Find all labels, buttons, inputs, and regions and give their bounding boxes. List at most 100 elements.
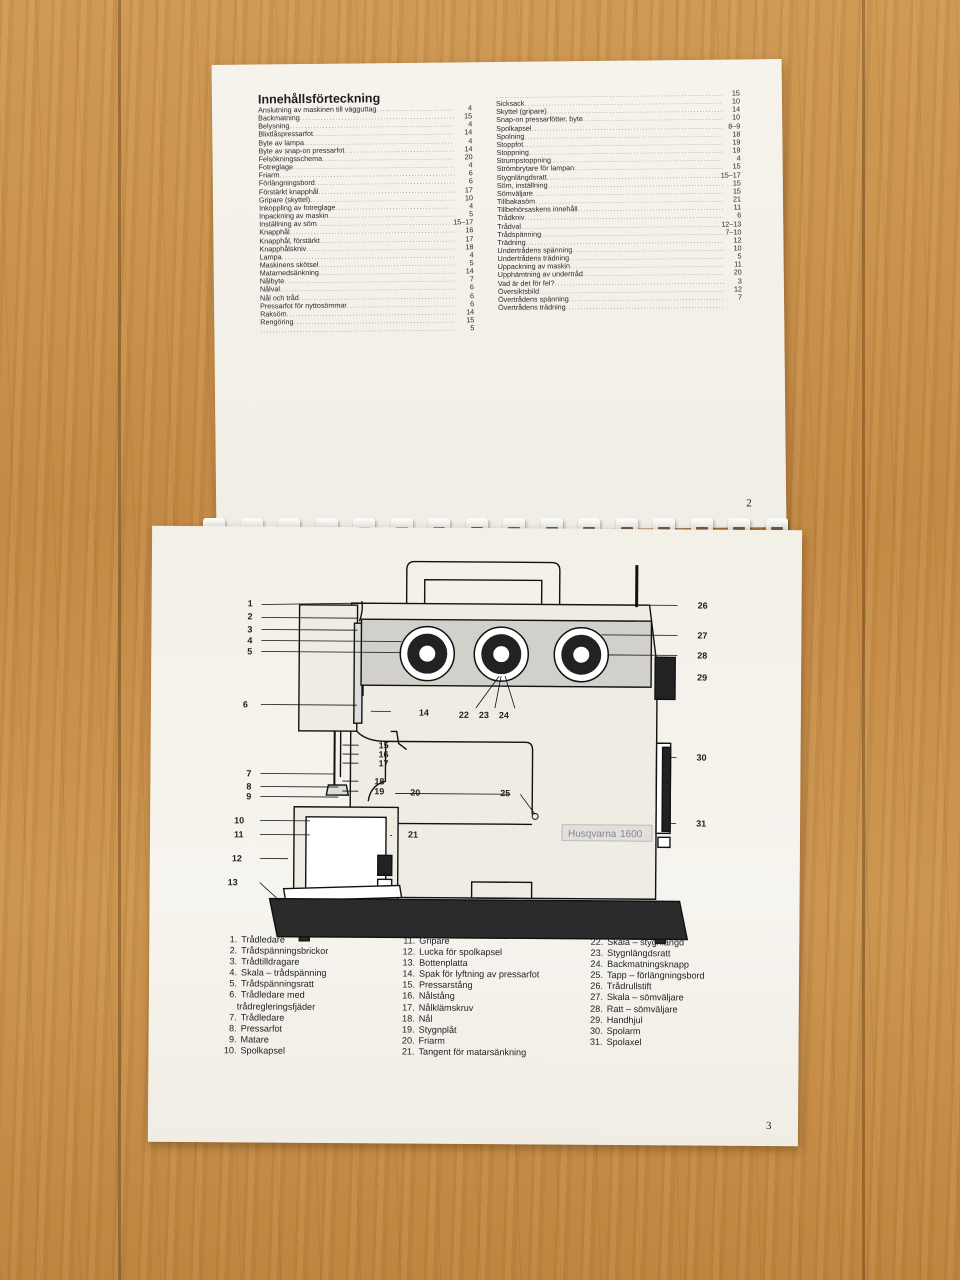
legend-text: Pressarstång	[418, 979, 473, 991]
legend-item: 24.Backmatningsknapp	[585, 959, 705, 971]
legend-text: Trådledare	[241, 934, 285, 945]
callout-number: 14	[419, 708, 429, 718]
legend-text: trådregleringsfjäder	[236, 1000, 316, 1012]
callout-number: 30	[697, 753, 707, 763]
legend-item: 27.Skala – sömväljare	[585, 992, 705, 1004]
legend-text: Nålstång	[418, 991, 455, 1002]
legend-item: 7.Trådledare	[219, 1012, 328, 1024]
legend-number: 8.	[229, 1023, 237, 1034]
toc-entry-page: 7	[737, 292, 743, 302]
callout-number: 4	[247, 635, 252, 645]
legend-number: 25.	[590, 970, 604, 981]
callout-number: 17	[378, 758, 388, 768]
callout-number: 15	[379, 740, 389, 750]
legend-item: 26.Trådrullstift	[585, 981, 705, 993]
legend-item: 8.Pressarfot	[219, 1023, 328, 1035]
legend-text: Spolaxel	[606, 1036, 642, 1048]
callout-number: 22	[459, 710, 469, 720]
legend-number: 2.	[229, 945, 238, 956]
legend-number: 29.	[590, 1014, 603, 1025]
legend-number: 5.	[229, 978, 237, 989]
legend-number: 3.	[229, 956, 238, 967]
legend-text: Friarm	[418, 1035, 445, 1046]
callout-number: 11	[234, 829, 244, 839]
callout-number: 10	[234, 815, 244, 825]
legend-text: Tangent för matarsänkning	[418, 1046, 527, 1058]
legend-item: trådregleringsfjäder	[219, 1001, 328, 1013]
legend-item: 1.Trådledare	[219, 934, 328, 946]
legend-number: 10.	[223, 1045, 237, 1056]
callout-number: 26	[698, 601, 708, 611]
legend-number: 11.	[403, 935, 416, 946]
legend-text: Spak för lyftning av pressarfot	[419, 968, 540, 980]
callout-number: 6	[243, 699, 248, 709]
legend-number: 28.	[590, 1003, 603, 1014]
legend-number: 15.	[402, 979, 415, 990]
legend-text: Lucka för spolkapsel	[419, 946, 503, 958]
legend-item: 22.Skala – stygnlängd	[585, 937, 705, 949]
legend-text: Trådledare med	[240, 989, 305, 1001]
callout-number: 2	[247, 611, 252, 621]
page-number-bottom: 3	[765, 1120, 772, 1133]
legend-item: 4.Skala – trådspänning	[219, 967, 328, 979]
plank-seam	[118, 0, 121, 1280]
callout-number: 25	[500, 788, 510, 798]
legend-item: 23.Stygnlängdsratt	[585, 948, 705, 960]
legend-number: 30.	[589, 1025, 603, 1036]
legend-text: Spolkapsel	[240, 1045, 286, 1056]
page-number-top: 2	[746, 497, 752, 510]
legend-item: 2.Trådspänningsbrickor	[219, 945, 329, 957]
legend-number: 19.	[401, 1024, 415, 1035]
legend-text: Spolarm	[606, 1025, 641, 1036]
legend-number: 14.	[402, 968, 416, 979]
sewing-machine-diagram: Husqvarna 1600 1234567891011121314151617…	[228, 560, 708, 945]
callout-number: 27	[697, 631, 707, 641]
manual-page-top: Innehållsförteckning Anslutning av maski…	[211, 59, 787, 533]
callout-number: 31	[696, 819, 706, 829]
legend-number: 7.	[229, 1011, 237, 1022]
legend-number: 16.	[402, 990, 415, 1002]
legend-text: Trådledare	[240, 1012, 285, 1023]
legend-text: Ratt – sömväljare	[606, 1003, 678, 1014]
legend-number: 23.	[590, 947, 604, 958]
legend-text: Gripare	[419, 935, 450, 946]
legend-text: Tapp – förlängningsbord	[606, 970, 705, 981]
toc-entry-page	[724, 302, 742, 310]
legend-number: 1.	[229, 934, 238, 945]
legend-number: 26.	[590, 981, 603, 992]
legend-text: Nålklämskruv	[418, 1002, 474, 1013]
legend-text: Skala – stygnlängd	[607, 936, 685, 948]
legend-item: 29.Handhjul	[585, 1014, 705, 1026]
legend-item: 10.Spolkapsel	[218, 1045, 327, 1057]
toc-left-column: Anslutning av maskinen till vägguttag4Ba…	[258, 103, 474, 335]
callout-number: 21	[408, 830, 418, 840]
legend-text: Matare	[240, 1034, 269, 1045]
model-label: 1600	[620, 829, 643, 840]
legend-number: 17.	[402, 1002, 415, 1013]
callout-number: 5	[247, 646, 252, 656]
legend-item: 31.Spolaxel	[585, 1037, 705, 1049]
legend-number: 13.	[402, 957, 416, 968]
stitch-dials	[399, 625, 610, 683]
toc-leader-dots	[566, 302, 725, 312]
legend-text: Trådspänningsbrickor	[241, 945, 329, 957]
legend-item: 25.Tapp – förlängningsbord	[585, 970, 705, 982]
callout-number: 18	[374, 776, 384, 786]
callout-number: 24	[499, 710, 509, 720]
callout-number: 13	[228, 877, 238, 887]
callout-number: 29	[697, 673, 707, 683]
legend-text: Trådrullstift	[606, 981, 652, 992]
legend-item: 6.Trådledare med	[219, 990, 328, 1002]
legend-text: Stygnplåt	[418, 1024, 457, 1035]
toc-entry: 5	[260, 323, 474, 334]
toc-entry: Övertrådens trädning	[498, 302, 742, 313]
legend-number: 6.	[229, 989, 237, 1000]
legend-text: Stygnlängdsratt	[607, 948, 671, 959]
legend-text: Trådspänningsratt	[240, 978, 314, 990]
legend-item: 9.Matare	[219, 1034, 328, 1046]
